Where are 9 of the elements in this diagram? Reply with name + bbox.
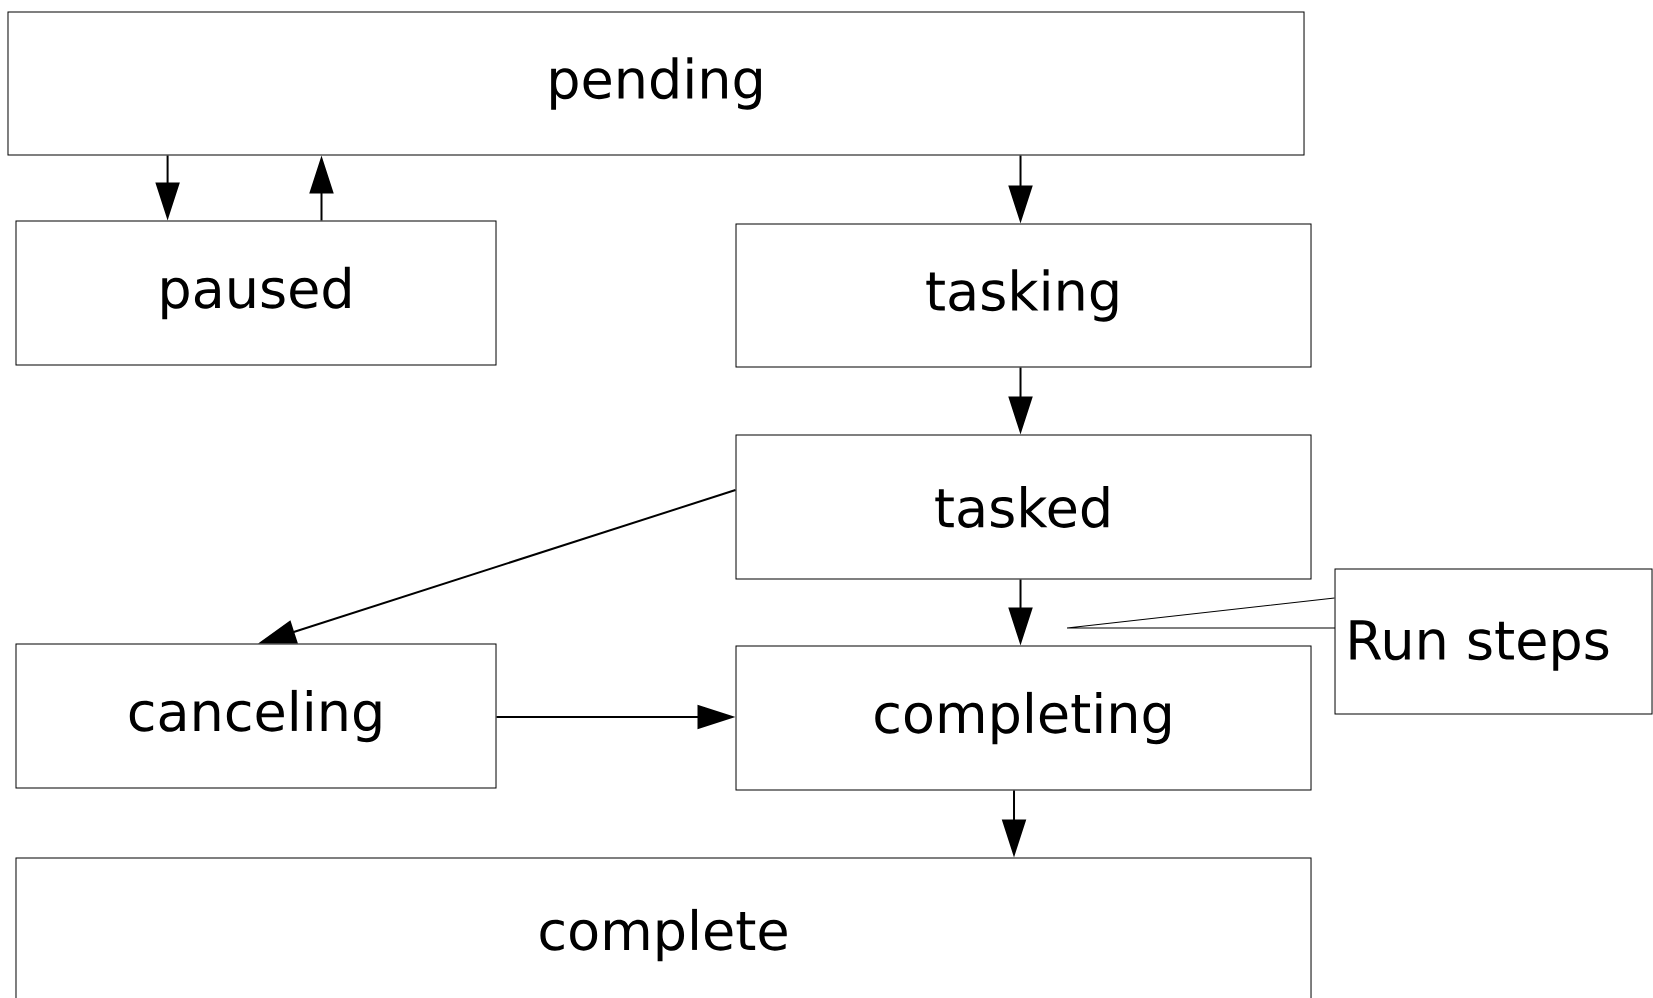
state-box: completing [735, 645, 1312, 791]
state-box: complete [15, 857, 1312, 998]
state-box: tasking [735, 223, 1312, 368]
state-box: pending [7, 11, 1305, 156]
state-box: paused [15, 220, 497, 366]
leader-line [1066, 597, 1336, 629]
state-box: canceling [15, 643, 497, 789]
state-box: tasked [735, 434, 1312, 580]
callout-box: Run steps [1334, 568, 1653, 715]
